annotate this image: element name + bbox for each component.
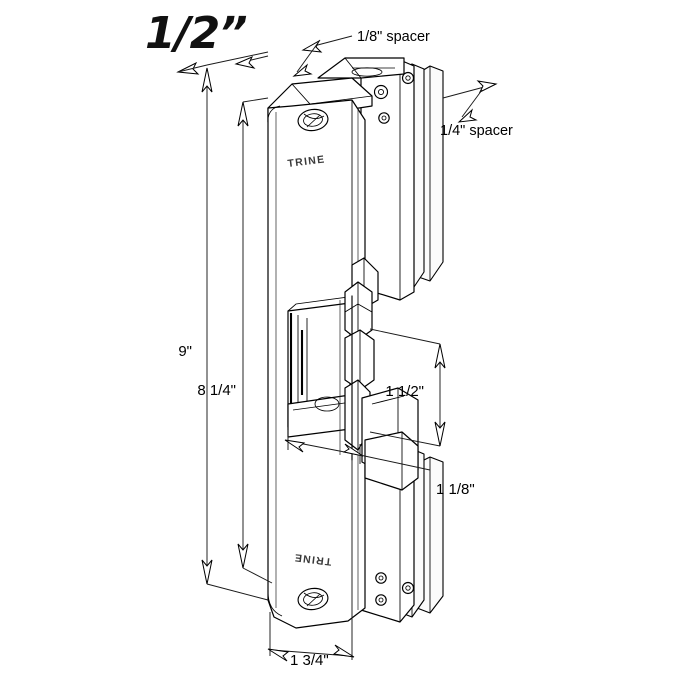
dimension-body-height [237, 97, 273, 584]
keeper-lower-ramp [364, 431, 419, 491]
label-spacer-eighth: 1/8" spacer [357, 29, 430, 45]
leader-half-inch [234, 55, 269, 69]
dimension-faceplate-width [267, 612, 355, 662]
label-keeper-height: 1 1/2" [385, 383, 424, 400]
screw-hole-top [297, 108, 329, 132]
label-half-inch: 1/2” [145, 8, 247, 59]
leader-spacer-quarter [442, 80, 498, 123]
keeper-cavity [287, 295, 359, 438]
dimension-overall-height [201, 67, 269, 601]
brand-label-bottom: TRINE [293, 551, 332, 568]
label-overall-height: 9" [178, 343, 192, 360]
label-faceplate-width: 1 3/4" [290, 652, 329, 669]
screw-hole-bottom [297, 587, 329, 611]
brand-label-top: TRINE [287, 153, 326, 170]
extension-top-outer [176, 51, 269, 75]
strike-assembly: TRINE TRINE [267, 57, 444, 629]
label-body-height: 8 1/4" [197, 382, 236, 399]
leader-spacer-eighth [292, 35, 353, 77]
dimension-keeper-height [369, 328, 446, 447]
dimension-layer: 1/2” 1/8" spacer 1/4" spacer [145, 8, 513, 669]
label-spacer-quarter: 1/4" spacer [440, 123, 513, 139]
top-bridge [317, 57, 405, 79]
label-keeper-depth: 1 1/8" [436, 481, 475, 498]
dimension-keeper-depth [284, 430, 431, 471]
